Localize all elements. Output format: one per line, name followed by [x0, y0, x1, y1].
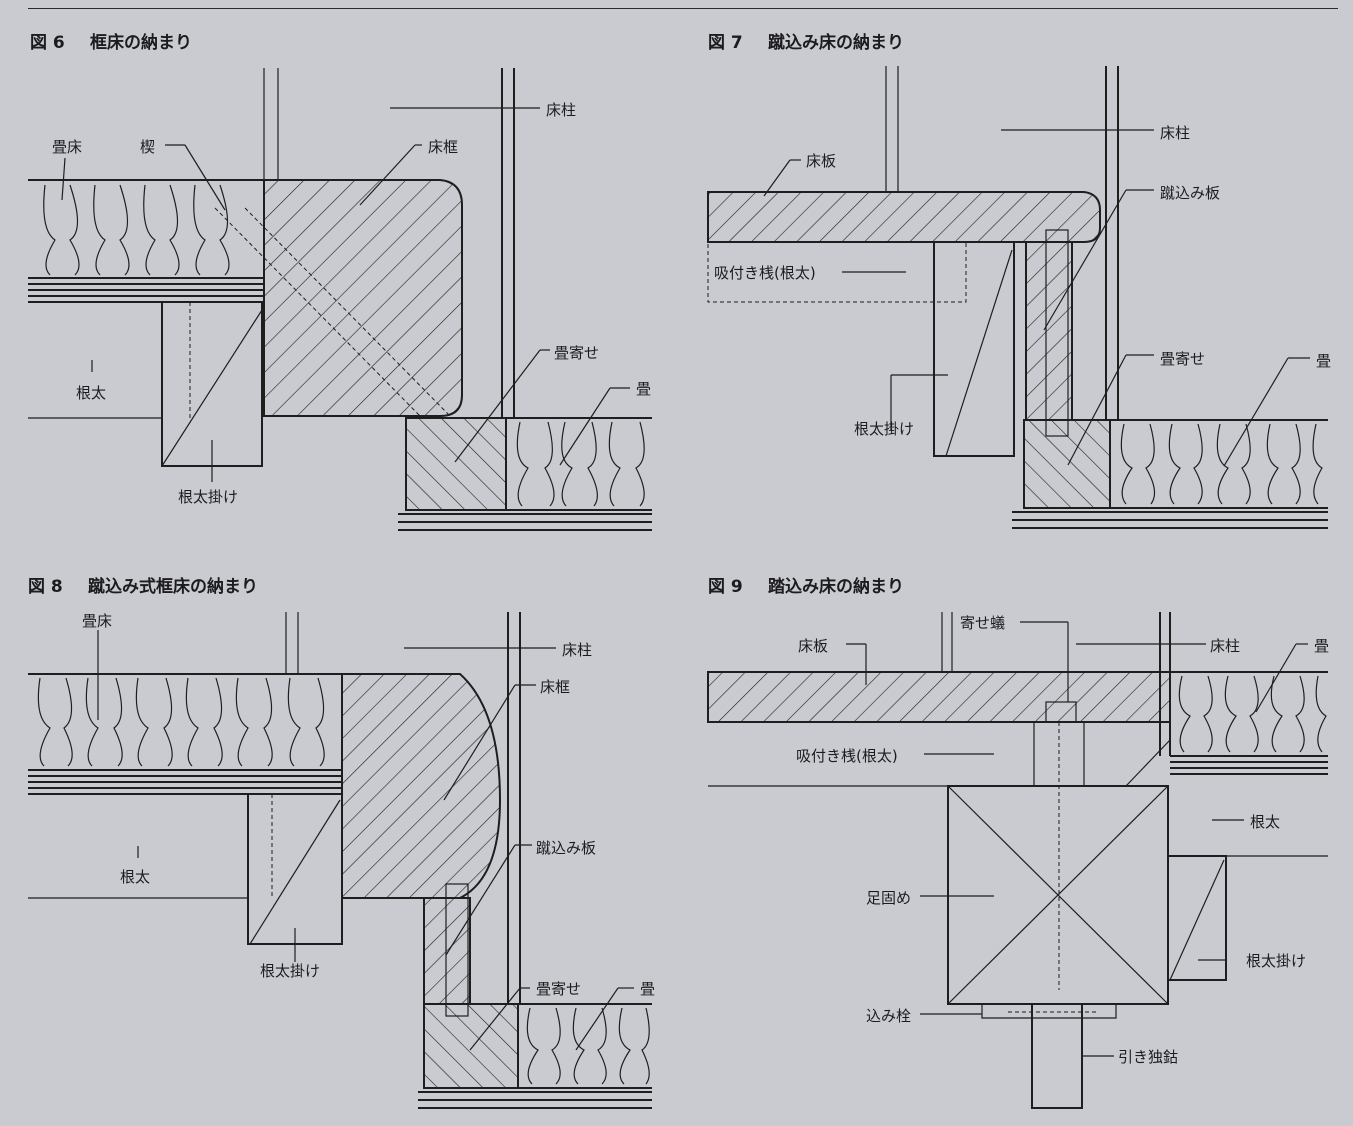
label-tokobashira: 床柱	[562, 641, 593, 659]
label-tatami-toko: 畳床	[82, 612, 113, 630]
figure-9: 図 9 踏込み床の納まり	[676, 560, 1353, 1126]
figure-8: 図 8 蹴込み式框床の納まり	[0, 560, 676, 1126]
figure-7-title: 図 7 蹴込み床の納まり	[708, 28, 904, 53]
label-tokoita: 床板	[806, 152, 837, 170]
figure-caption: 踏込み床の納まり	[768, 577, 904, 597]
figure-8-title: 図 8 蹴込み式框床の納まり	[28, 572, 258, 597]
figure-caption: 框床の納まり	[90, 33, 192, 53]
figure-number: 図 8	[28, 577, 63, 597]
figure-6-drawing	[28, 68, 652, 531]
label-tatami: 畳	[1316, 352, 1332, 370]
figure-6-title: 図 6 框床の納まり	[30, 28, 192, 53]
label-tatamiyose: 畳寄せ	[536, 980, 582, 998]
label-yosearigata: 寄せ蟻	[960, 614, 1006, 632]
label-kusabi: 楔	[140, 138, 156, 156]
label-ashigatame: 足固め	[866, 889, 912, 907]
label-neda: 根太	[1250, 813, 1281, 831]
top-rule	[28, 8, 1338, 9]
figure-7: 図 7 蹴込み床の納まり	[676, 0, 1353, 560]
label-neda: 根太	[120, 868, 151, 886]
figure-caption: 蹴込み式框床の納まり	[88, 577, 258, 597]
label-tokobashira: 床柱	[1210, 637, 1241, 655]
figure-6: 図 6 框床の納まり	[0, 0, 676, 560]
label-komisen: 込み栓	[866, 1007, 912, 1025]
tatami-pattern-left	[43, 184, 230, 276]
figure-9-title: 図 9 踏込み床の納まり	[708, 572, 904, 597]
label-tatami: 畳	[636, 380, 652, 398]
label-tokogamachi: 床框	[540, 678, 571, 696]
label-tokogamachi: 床框	[428, 138, 459, 156]
label-tatamiyose: 畳寄せ	[554, 344, 600, 362]
label-tatamiyose: 畳寄せ	[1160, 350, 1206, 368]
label-tokobashira: 床柱	[1160, 124, 1191, 142]
label-tatami-toko: 畳床	[52, 138, 83, 156]
figure-number: 図 9	[708, 577, 743, 597]
figure-number: 図 7	[708, 33, 743, 53]
figure-number: 図 6	[30, 33, 65, 53]
label-nedakake: 根太掛け	[854, 420, 915, 438]
label-suitsukisan: 吸付き桟(根太)	[714, 264, 816, 282]
label-tokoita: 床板	[798, 637, 829, 655]
label-nedakake: 根太掛け	[1246, 952, 1307, 970]
figure-9-drawing	[707, 612, 1328, 1109]
label-tokobashira: 床柱	[546, 101, 577, 119]
label-nedakake: 根太掛け	[260, 962, 321, 980]
figure-caption: 蹴込み床の納まり	[768, 33, 904, 53]
figure-7-drawing	[707, 66, 1328, 529]
label-suitsukisan: 吸付き桟(根太)	[796, 747, 898, 765]
label-kekomiita: 蹴込み板	[536, 839, 597, 857]
figure-8-drawing	[28, 612, 652, 1109]
label-hikidokko: 引き独鈷	[1118, 1048, 1179, 1066]
label-neda: 根太	[76, 384, 107, 402]
label-nedakake: 根太掛け	[178, 488, 239, 506]
label-kekomiita: 蹴込み板	[1160, 184, 1221, 202]
label-tatami: 畳	[640, 980, 656, 998]
label-tatami: 畳	[1314, 637, 1330, 655]
